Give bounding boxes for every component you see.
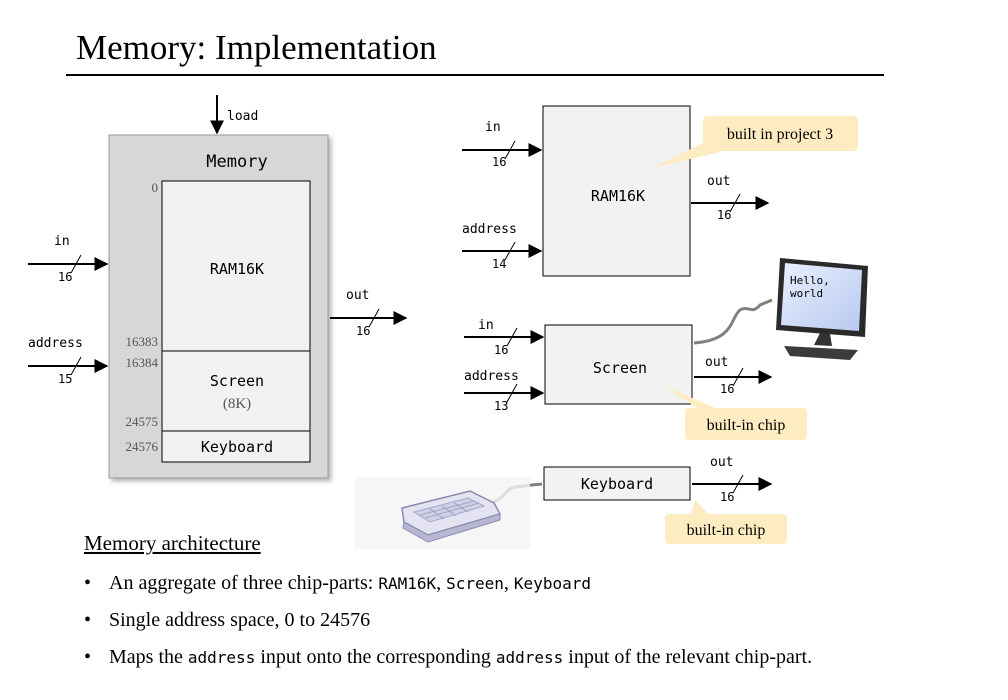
- ram-callout-text: built in project 3: [727, 126, 833, 143]
- architecture-heading: Memory architecture: [84, 531, 261, 555]
- memory-title: Memory: [206, 152, 267, 172]
- screen-in-width: 16: [494, 343, 508, 357]
- keyboard-chip-box: [543, 466, 691, 501]
- memory-address-label: address: [28, 336, 83, 351]
- address-marker-0: 0: [152, 180, 159, 195]
- keyboard-out-label: out: [710, 455, 733, 470]
- code-keyboard: Keyboard: [513, 574, 591, 593]
- keyboard-icon: [355, 477, 530, 549]
- screen-callout-text: built-in chip: [707, 417, 786, 434]
- keyboard-callout-pointer: [690, 500, 712, 518]
- memory-address-slash: [70, 356, 82, 376]
- ram-address-width: 14: [492, 257, 506, 271]
- screen-out-label: out: [705, 355, 728, 370]
- bullet-aggregate: • An aggregate of three chip-parts: RAM1…: [84, 565, 984, 602]
- address-marker-24575: 24575: [126, 414, 159, 429]
- bullet-dot: •: [84, 609, 92, 631]
- load-label: load: [227, 109, 258, 124]
- bullet-text: Single address space, 0 to 24576: [109, 609, 371, 631]
- memory-in-slash: [70, 254, 82, 274]
- ram-in-slash: [504, 140, 516, 160]
- ram16k-region-label: RAM16K: [210, 260, 264, 278]
- screen-address-slash: [506, 383, 518, 403]
- memory-out-slash: [368, 308, 380, 328]
- screen-callout-pointer: [662, 385, 720, 410]
- memory-in-width: 16: [58, 270, 72, 284]
- bullet-text: Maps the: [109, 646, 188, 668]
- title-underline: [66, 74, 884, 76]
- memory-address-width: 15: [58, 372, 72, 386]
- bullet-dot: •: [84, 572, 92, 594]
- address-marker-16383: 16383: [126, 334, 159, 349]
- code-screen: Screen: [446, 574, 504, 593]
- separator: ,: [436, 572, 447, 594]
- screen-out-slash: [732, 367, 744, 387]
- bullet-text: An aggregate of three chip-parts:: [109, 572, 379, 594]
- separator: ,: [503, 572, 514, 594]
- bullet-text: input onto the corresponding: [255, 646, 496, 668]
- bullet-dot: •: [84, 646, 92, 668]
- keyboard-region-label: Keyboard: [201, 438, 273, 456]
- monitor-text-line-2: world: [790, 287, 823, 300]
- screen-in-slash: [506, 327, 518, 347]
- screen-size-label: (8K): [223, 396, 251, 412]
- code-address: address: [187, 648, 256, 667]
- screen-chip-box: [544, 324, 693, 405]
- screen-region: [161, 350, 311, 432]
- bullet-maps-address: • Maps the address input onto the corres…: [84, 639, 984, 676]
- code-address: address: [495, 648, 564, 667]
- keyboard-chip: Keyboard out 16 built-in chip: [355, 455, 787, 549]
- ram-out-width: 16: [717, 208, 731, 222]
- architecture-bullets: • An aggregate of three chip-parts: RAM1…: [84, 565, 984, 676]
- page-title: Memory: Implementation: [76, 28, 437, 67]
- ram16k-region: [161, 180, 311, 352]
- bullet-text: input of the relevant chip-part.: [563, 646, 813, 668]
- address-marker-16384: 16384: [126, 355, 159, 370]
- ram16k-chip: RAM16K in 16 address 14 out 16 built in …: [462, 105, 858, 277]
- bullet-address-space: • Single address space, 0 to 24576: [84, 602, 984, 639]
- screen-chip-label: Screen: [593, 359, 647, 377]
- memory-in-label: in: [54, 234, 70, 249]
- screen-out-width: 16: [720, 382, 734, 396]
- ram-in-width: 16: [492, 155, 506, 169]
- screen-chip: Screen in 16 address 13 out 16 Hello, wo…: [464, 258, 868, 440]
- memory-out-width: 16: [356, 324, 370, 338]
- keyboard-callout: [665, 514, 787, 544]
- keyboard-callout-text: built-in chip: [687, 522, 766, 539]
- keyboard-region: [161, 430, 311, 463]
- code-ram16k: RAM16K: [378, 574, 437, 593]
- ram-address-label: address: [462, 222, 517, 237]
- screen-region-label: Screen: [210, 372, 264, 390]
- keyboard-out-width: 16: [720, 490, 734, 504]
- address-marker-24576: 24576: [126, 439, 159, 454]
- screen-address-width: 13: [494, 399, 508, 413]
- monitor-icon: Hello, world: [776, 258, 868, 360]
- screen-callout: [685, 408, 807, 440]
- ram-out-slash: [729, 193, 741, 213]
- ram-address-slash: [504, 241, 516, 261]
- monitor-cable: [693, 298, 773, 345]
- memory-out-label: out: [346, 288, 369, 303]
- ram-in-label: in: [485, 120, 501, 135]
- ram16k-chip-label: RAM16K: [591, 187, 645, 205]
- keyboard-chip-label: Keyboard: [581, 475, 653, 493]
- memory-block: Memory load RAM16K Screen (8K) Keyboard …: [28, 95, 408, 479]
- screen-in-label: in: [478, 318, 494, 333]
- ram-callout: [703, 116, 858, 151]
- screen-address-label: address: [464, 369, 519, 384]
- ram16k-chip-box: [542, 105, 691, 277]
- keyboard-out-slash: [732, 474, 744, 494]
- ram-callout-pointer: [652, 142, 720, 168]
- ram-out-label: out: [707, 174, 730, 189]
- monitor-text-line-1: Hello,: [790, 274, 830, 287]
